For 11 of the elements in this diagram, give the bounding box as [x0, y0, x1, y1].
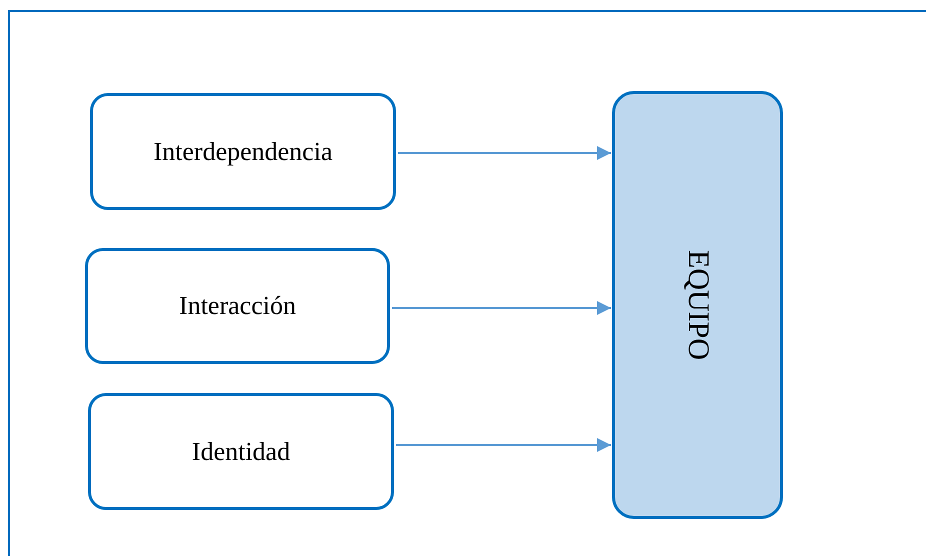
node-label: Identidad [192, 436, 290, 466]
arrow [392, 301, 611, 315]
node-label: Interacción [179, 291, 296, 321]
arrow [396, 438, 611, 452]
team-box [612, 91, 783, 519]
concept-box [90, 93, 396, 210]
concept-box [85, 248, 390, 364]
arrow [398, 146, 611, 160]
concept-box [88, 393, 394, 510]
node-label: Interdependencia [153, 136, 332, 166]
node-label: EQUIPO [680, 250, 714, 360]
